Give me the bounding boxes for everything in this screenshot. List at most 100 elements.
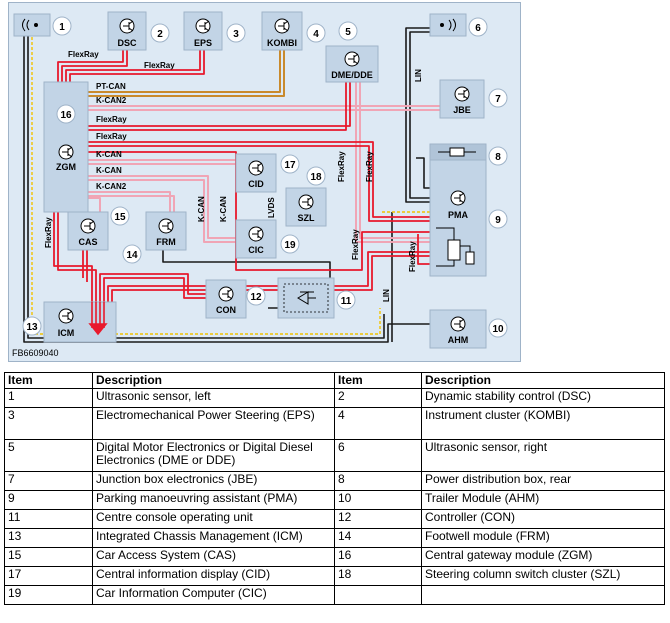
legend-row: 3 Electromechanical Power Steering (EPS)… bbox=[4, 407, 665, 440]
callout-3: 3 bbox=[226, 23, 246, 43]
figure-code: FB6609040 bbox=[12, 348, 59, 358]
module-cas: CAS bbox=[67, 211, 109, 251]
svg-text:10: 10 bbox=[492, 324, 504, 335]
legend-header-row: Item Description Item Description bbox=[4, 372, 665, 389]
legend-row: 11 Centre console operating unit 12 Cont… bbox=[4, 509, 665, 529]
module-kombi: KOMBI bbox=[261, 11, 303, 51]
legend-item-number: 10 bbox=[334, 490, 422, 510]
legend-item-description: Electromechanical Power Steering (EPS) bbox=[92, 407, 335, 440]
legend-item-number: 14 bbox=[334, 528, 422, 548]
legend-item-number: 7 bbox=[4, 471, 93, 491]
legend-row: 15 Car Access System (CAS) 16 Central ga… bbox=[4, 547, 665, 567]
module-cid-label: CID bbox=[248, 179, 264, 189]
callout-18: 18 bbox=[306, 166, 326, 186]
bus-label-pt-can: PT-CAN bbox=[96, 82, 126, 91]
bus-label-k-can: K-CAN bbox=[96, 150, 122, 159]
svg-text:5: 5 bbox=[345, 27, 351, 38]
legend-item-description: Footwell module (FRM) bbox=[421, 528, 665, 548]
module-dme-dde: DME/DDE bbox=[325, 45, 379, 83]
ultrasonic-waves-icon bbox=[22, 18, 30, 32]
svg-text:7: 7 bbox=[495, 94, 501, 105]
module-ahm-label: AHM bbox=[448, 335, 469, 345]
module-dsc: DSC bbox=[107, 11, 147, 51]
legend-item-description: Power distribution box, rear bbox=[421, 471, 665, 491]
module-zgm-label: ZGM bbox=[56, 162, 76, 172]
bus-labels: FlexRay FlexRay PT-CAN K-CAN2 FlexRay Fl… bbox=[44, 50, 423, 302]
sensor-dot-icon bbox=[34, 23, 38, 27]
legend-item-description: Trailer Module (AHM) bbox=[421, 490, 665, 510]
legend-header-description: Description bbox=[92, 372, 335, 389]
legend-item-number: 12 bbox=[334, 509, 422, 529]
legend-item-description: Parking manoeuvring assistant (PMA) bbox=[92, 490, 335, 510]
callout-17: 17 bbox=[280, 154, 300, 174]
module-eps-label: EPS bbox=[194, 38, 212, 48]
fuse-icon bbox=[438, 147, 476, 157]
module-frm-label: FRM bbox=[156, 237, 176, 247]
legend-item-number: 15 bbox=[4, 547, 93, 567]
callout-10: 10 bbox=[488, 318, 508, 338]
module-frm: FRM bbox=[145, 211, 187, 251]
module-cid: CID bbox=[235, 153, 277, 193]
callout-11: 11 bbox=[336, 290, 356, 310]
sensor-dot-icon bbox=[440, 23, 444, 27]
legend-item-description: Car Information Computer (CIC) bbox=[92, 585, 335, 605]
bus-label-flexray: FlexRay bbox=[68, 50, 99, 59]
legend-row: 5 Digital Motor Electronics or Digital D… bbox=[4, 439, 665, 472]
svg-text:13: 13 bbox=[26, 322, 38, 333]
led-switch-icon bbox=[297, 291, 316, 305]
legend-item-number: 5 bbox=[4, 439, 93, 472]
svg-text:17: 17 bbox=[284, 160, 296, 171]
bus-system-diagram: DSC EPS KOMBI DME/DDE bbox=[8, 2, 521, 362]
bus-label-k-can2: K-CAN2 bbox=[96, 182, 127, 191]
svg-text:14: 14 bbox=[126, 250, 138, 261]
svg-text:15: 15 bbox=[114, 212, 126, 223]
legend-item-description: Steering column switch cluster (SZL) bbox=[421, 566, 665, 586]
bus-label-flexray: FlexRay bbox=[351, 229, 360, 260]
module-eps: EPS bbox=[183, 11, 223, 51]
legend-header-item: Item bbox=[334, 372, 422, 389]
legend-item-description: Junction box electronics (JBE) bbox=[92, 471, 335, 491]
bus-label-flexray: FlexRay bbox=[408, 241, 417, 272]
module-cas-label: CAS bbox=[78, 237, 97, 247]
module-cic: CIC bbox=[235, 219, 277, 259]
module-jbe-label: JBE bbox=[453, 105, 471, 115]
legend-item-number: 8 bbox=[334, 471, 422, 491]
callout-15: 15 bbox=[110, 206, 130, 226]
legend-row: 19 Car Information Computer (CIC) bbox=[4, 585, 665, 605]
centre-console-operating-unit bbox=[277, 277, 335, 319]
callout-6: 6 bbox=[468, 17, 488, 37]
legend-item-description: Central gateway module (ZGM) bbox=[421, 547, 665, 567]
module-zgm: ZGM bbox=[43, 81, 89, 213]
module-con-label: CON bbox=[216, 305, 236, 315]
bus-label-flexray: FlexRay bbox=[337, 151, 346, 182]
bus-label-k-can: K-CAN bbox=[219, 196, 228, 222]
callout-12: 12 bbox=[246, 286, 266, 306]
bus-label-lin: LIN bbox=[382, 289, 391, 302]
callout-2: 2 bbox=[150, 23, 170, 43]
legend-item-number bbox=[334, 585, 422, 605]
svg-text:6: 6 bbox=[475, 23, 481, 34]
legend-item-number: 16 bbox=[334, 547, 422, 567]
module-ahm: AHM bbox=[429, 309, 487, 349]
legend-item-number: 1 bbox=[4, 388, 93, 408]
legend-item-description: Centre console operating unit bbox=[92, 509, 335, 529]
svg-text:18: 18 bbox=[310, 172, 322, 183]
bus-label-flexray: FlexRay bbox=[365, 151, 374, 182]
bus-label-flexray: FlexRay bbox=[144, 61, 175, 70]
svg-text:9: 9 bbox=[495, 215, 501, 226]
bus-label-k-can: K-CAN bbox=[96, 166, 122, 175]
legend-item-number: 9 bbox=[4, 490, 93, 510]
module-szl: SZL bbox=[285, 187, 327, 227]
legend-item-number: 17 bbox=[4, 566, 93, 586]
legend-item-description: Instrument cluster (KOMBI) bbox=[421, 407, 665, 440]
module-icm-label: ICM bbox=[58, 328, 75, 338]
legend-item-number: 13 bbox=[4, 528, 93, 548]
legend-item-number: 18 bbox=[334, 566, 422, 586]
callout-1: 1 bbox=[52, 16, 72, 36]
legend-item-number: 4 bbox=[334, 407, 422, 440]
module-dme-label: DME/DDE bbox=[331, 70, 373, 80]
bus-label-flexray: FlexRay bbox=[96, 115, 127, 124]
legend-item-description: Dynamic stability control (DSC) bbox=[421, 388, 665, 408]
bus-label-flexray: FlexRay bbox=[96, 132, 127, 141]
callout-13: 13 bbox=[22, 316, 42, 336]
